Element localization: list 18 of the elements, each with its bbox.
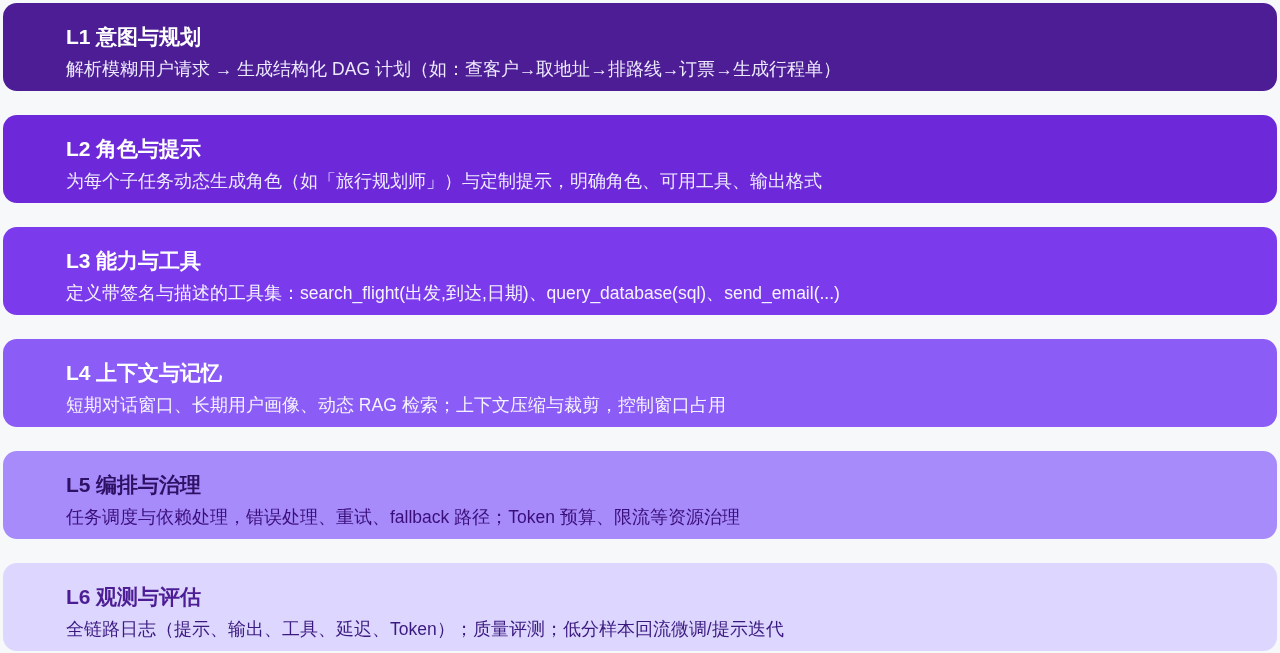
layer-title: L5 编排与治理 bbox=[66, 472, 202, 498]
layer-description: 全链路日志（提示、输出、工具、延迟、Token）；质量评测；低分样本回流微调/提示迭代 bbox=[66, 618, 784, 641]
layer-description: 任务调度与依赖处理，错误处理、重试、fallback 路径；Token 预算、限流等资源治理 bbox=[66, 506, 740, 529]
layer-description: 短期对话窗口、长期用户画像、动态 RAG 检索；上下文压缩与裁剪，控制窗口占用 bbox=[66, 394, 726, 417]
layer-band bbox=[3, 451, 1277, 539]
layer-description: 为每个子任务动态生成角色（如「旅行规划师」）与定制提示，明确角色、可用工具、输出格式 bbox=[66, 170, 822, 193]
layer-band bbox=[3, 115, 1277, 203]
layer-title: L4 上下文与记忆 bbox=[66, 360, 223, 386]
layer-title: L3 能力与工具 bbox=[66, 248, 202, 274]
layer-band bbox=[3, 227, 1277, 315]
layer-title: L1 意图与规划 bbox=[66, 24, 202, 50]
layer-band bbox=[3, 339, 1277, 427]
layer-band bbox=[3, 3, 1277, 91]
layer-title: L6 观测与评估 bbox=[66, 584, 202, 610]
layer-description: 定义带签名与描述的工具集：search_flight(出发,到达,日期)、query_database(sql)、send_email(...) bbox=[66, 282, 840, 305]
layer-title: L2 角色与提示 bbox=[66, 136, 202, 162]
layer-description: 解析模糊用户请求 → 生成结构化 DAG 计划（如：查客户→取地址→排路线→订票→生成行程单） bbox=[66, 58, 841, 81]
layer-band bbox=[3, 563, 1277, 651]
